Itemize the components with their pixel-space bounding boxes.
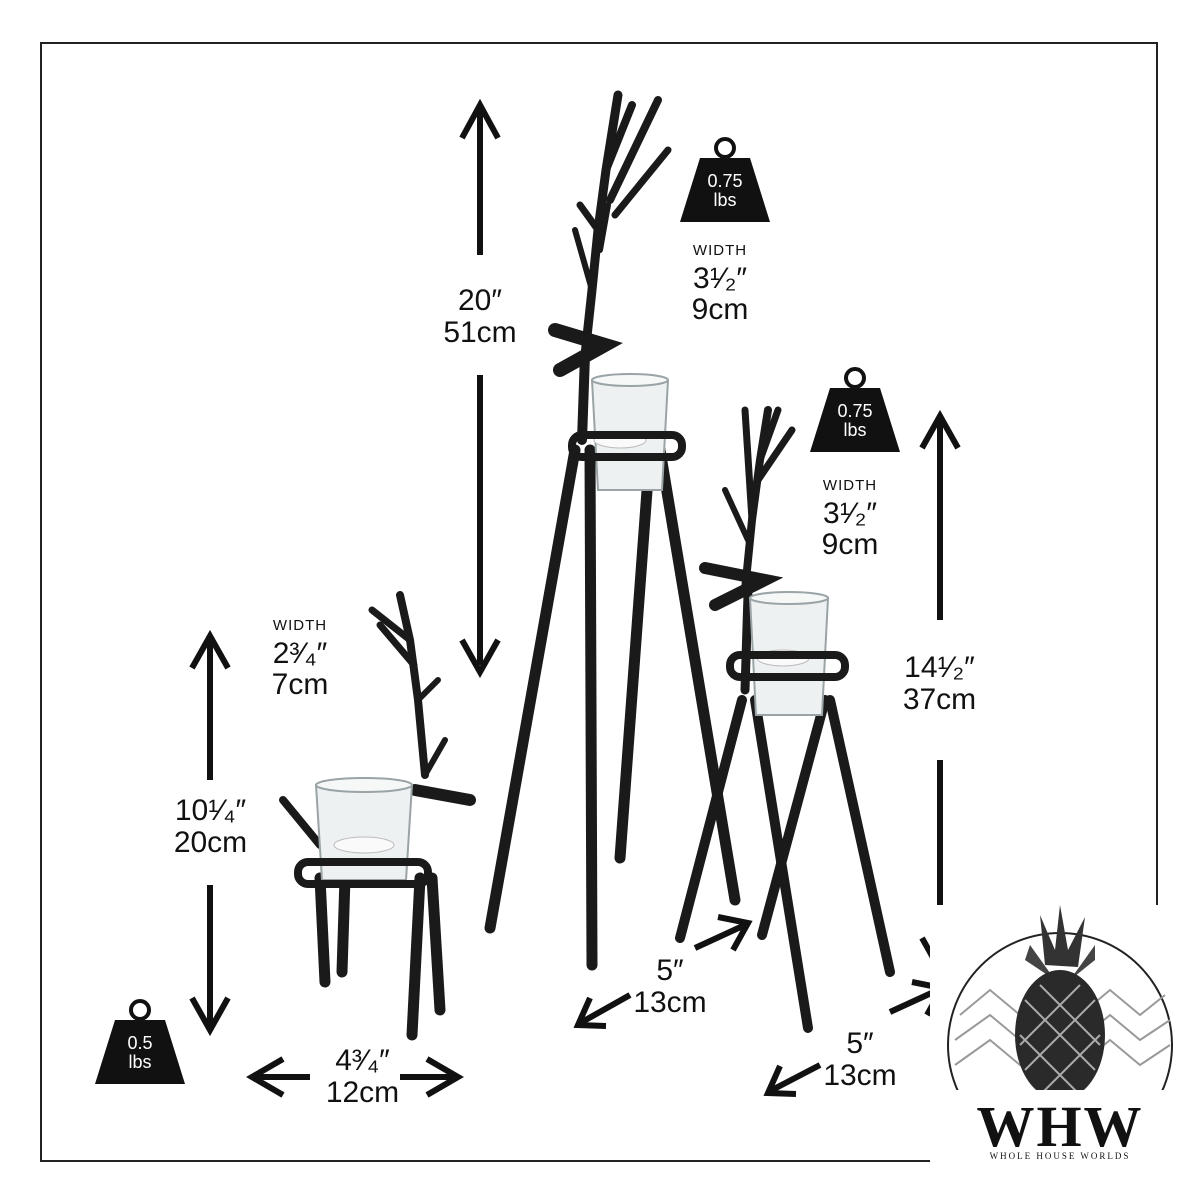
small-height-label: 10¹⁄₄″20cm bbox=[148, 795, 273, 858]
small-candle-glass bbox=[294, 777, 432, 888]
logo-letters: WHW bbox=[976, 1094, 1144, 1159]
tall-height-label: 20″51cm bbox=[443, 284, 517, 349]
medium-depth-label: 5″13cm bbox=[823, 1027, 897, 1092]
tall-height-arrow bbox=[459, 98, 501, 679]
small-depth-arrow bbox=[246, 1056, 464, 1098]
medium-width-label: WIDTH 3¹⁄₂″ 9cm bbox=[821, 477, 879, 562]
pineapple-icon bbox=[930, 905, 1190, 1170]
medium-candle-glass bbox=[726, 591, 849, 716]
small-width-label: WIDTH 2³⁄₄″ 7cm bbox=[271, 617, 329, 702]
medium-reindeer-holder bbox=[675, 406, 895, 1033]
medium-height-label: 14¹⁄₂″37cm bbox=[872, 652, 1007, 715]
weight-icon bbox=[680, 137, 770, 222]
weight-icon bbox=[810, 367, 900, 452]
tall-depth-arrow bbox=[573, 914, 753, 1029]
brand-logo: WHW WHOLE HOUSE WORLDS bbox=[930, 905, 1190, 1170]
weight-icon bbox=[95, 999, 185, 1084]
small-depth-label: 4³⁄₄″12cm bbox=[325, 1044, 400, 1109]
logo-tagline: WHOLE HOUSE WORLDS bbox=[989, 1151, 1131, 1161]
tall-reindeer-holder bbox=[484, 90, 741, 971]
small-height-arrow bbox=[189, 629, 231, 1037]
tall-depth-label: 5″13cm bbox=[633, 954, 707, 1019]
small-reindeer-holder bbox=[279, 591, 476, 1041]
tall-candle-glass bbox=[568, 373, 686, 491]
tall-width-label: WIDTH 3¹⁄₂″ 9cm bbox=[691, 242, 749, 327]
